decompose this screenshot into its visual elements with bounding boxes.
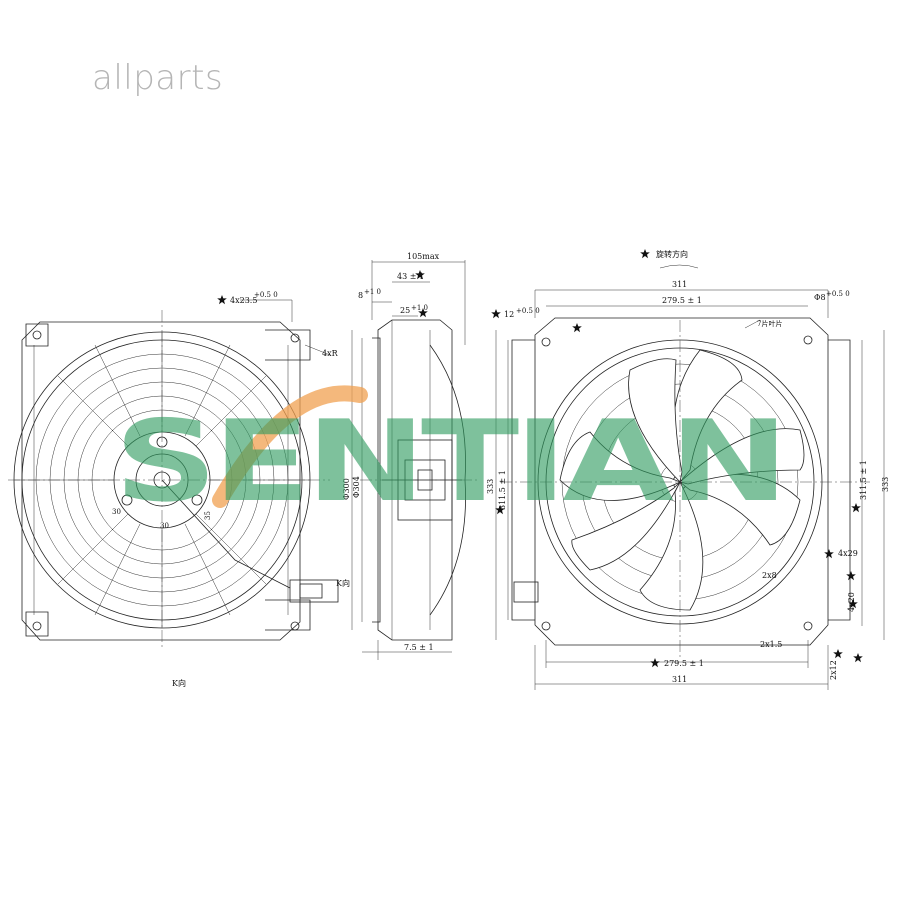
dim-25: 25 bbox=[400, 306, 410, 315]
dim-311-right: 311.5 ± 1 bbox=[859, 460, 868, 500]
dim-holes: 4x23.5 bbox=[230, 296, 257, 305]
star-icon bbox=[640, 249, 650, 259]
dim-12: 12 bbox=[504, 310, 514, 319]
dim-top: 105max bbox=[407, 252, 440, 261]
dim-7-5: 7.5 ± 1 bbox=[404, 643, 434, 652]
star-icon bbox=[650, 658, 660, 668]
star-icon bbox=[833, 649, 843, 659]
dim-4x29: 4x29 bbox=[838, 549, 858, 558]
dim-small-b: 35 bbox=[204, 511, 212, 520]
star-icon bbox=[846, 571, 856, 581]
brand-logo: allparts bbox=[92, 58, 224, 98]
dim-311-left: 311.5 ± 1 bbox=[498, 470, 507, 510]
star-icon bbox=[851, 503, 861, 513]
star-icon bbox=[824, 549, 834, 559]
star-icon bbox=[853, 653, 863, 663]
star-icon bbox=[572, 323, 582, 333]
dim-43: 43 ± 1 bbox=[397, 272, 424, 281]
dim-2x12: 2x12 bbox=[829, 660, 838, 680]
dim-25-tol: +1 0 bbox=[411, 304, 428, 312]
star-icon bbox=[491, 309, 501, 319]
dim-333-right: 333 bbox=[881, 477, 890, 492]
dim-dia304: Φ304 bbox=[352, 476, 361, 498]
watermark-swoosh bbox=[212, 385, 368, 508]
dim-2x1-5: 2x1.5 bbox=[760, 640, 782, 649]
dim-279-top: 279.5 ± 1 bbox=[662, 296, 702, 305]
blades-label: 7片叶片 bbox=[757, 319, 782, 328]
rotation-label: 旋转方向 bbox=[656, 249, 688, 259]
k-view-label: K向 bbox=[172, 678, 186, 688]
dim-phi8-tol: +0.5 0 bbox=[826, 290, 850, 298]
dim-dia300: Φ300 bbox=[342, 478, 351, 500]
dim-4x20: 4x20 bbox=[847, 592, 856, 612]
side-fan-view: 105max 43 ± 1 8 +1 0 25 +1 0 Φ300 Φ304 7… bbox=[336, 252, 480, 660]
dim-8: 8 bbox=[358, 291, 363, 300]
dim-slot: 4xR bbox=[322, 349, 339, 358]
dim-small-a: 30 bbox=[112, 508, 121, 516]
sentian-watermark: SENTIAN bbox=[114, 385, 788, 527]
dim-small-c: 30 bbox=[160, 522, 169, 530]
dim-phi8: Φ8 bbox=[814, 293, 826, 302]
dim-8-tol: +1 0 bbox=[364, 288, 381, 296]
right-fan-view: 旋转方向 311 279.5 ± 1 Φ8 +0.5 0 12 +0.5 0 7… bbox=[486, 249, 890, 690]
dim-12-tol: +0.5 0 bbox=[516, 307, 540, 315]
dim-311-bottom: 311 bbox=[672, 675, 687, 684]
dim-333-left: 333 bbox=[486, 479, 495, 494]
dim-279-bottom: 279.5 ± 1 bbox=[664, 659, 704, 668]
left-fan-view: 4x23.5 +0.5 0 4xR 30 35 30 K向 bbox=[8, 291, 339, 688]
dim-311-top: 311 bbox=[672, 280, 687, 289]
dim-2x8: 2x8 bbox=[762, 571, 777, 580]
k-arrow-label: K向 bbox=[336, 578, 350, 588]
watermark-text: SENTIAN bbox=[114, 397, 784, 527]
star-icon bbox=[217, 295, 227, 305]
dim-holes-tol: +0.5 0 bbox=[254, 291, 278, 299]
